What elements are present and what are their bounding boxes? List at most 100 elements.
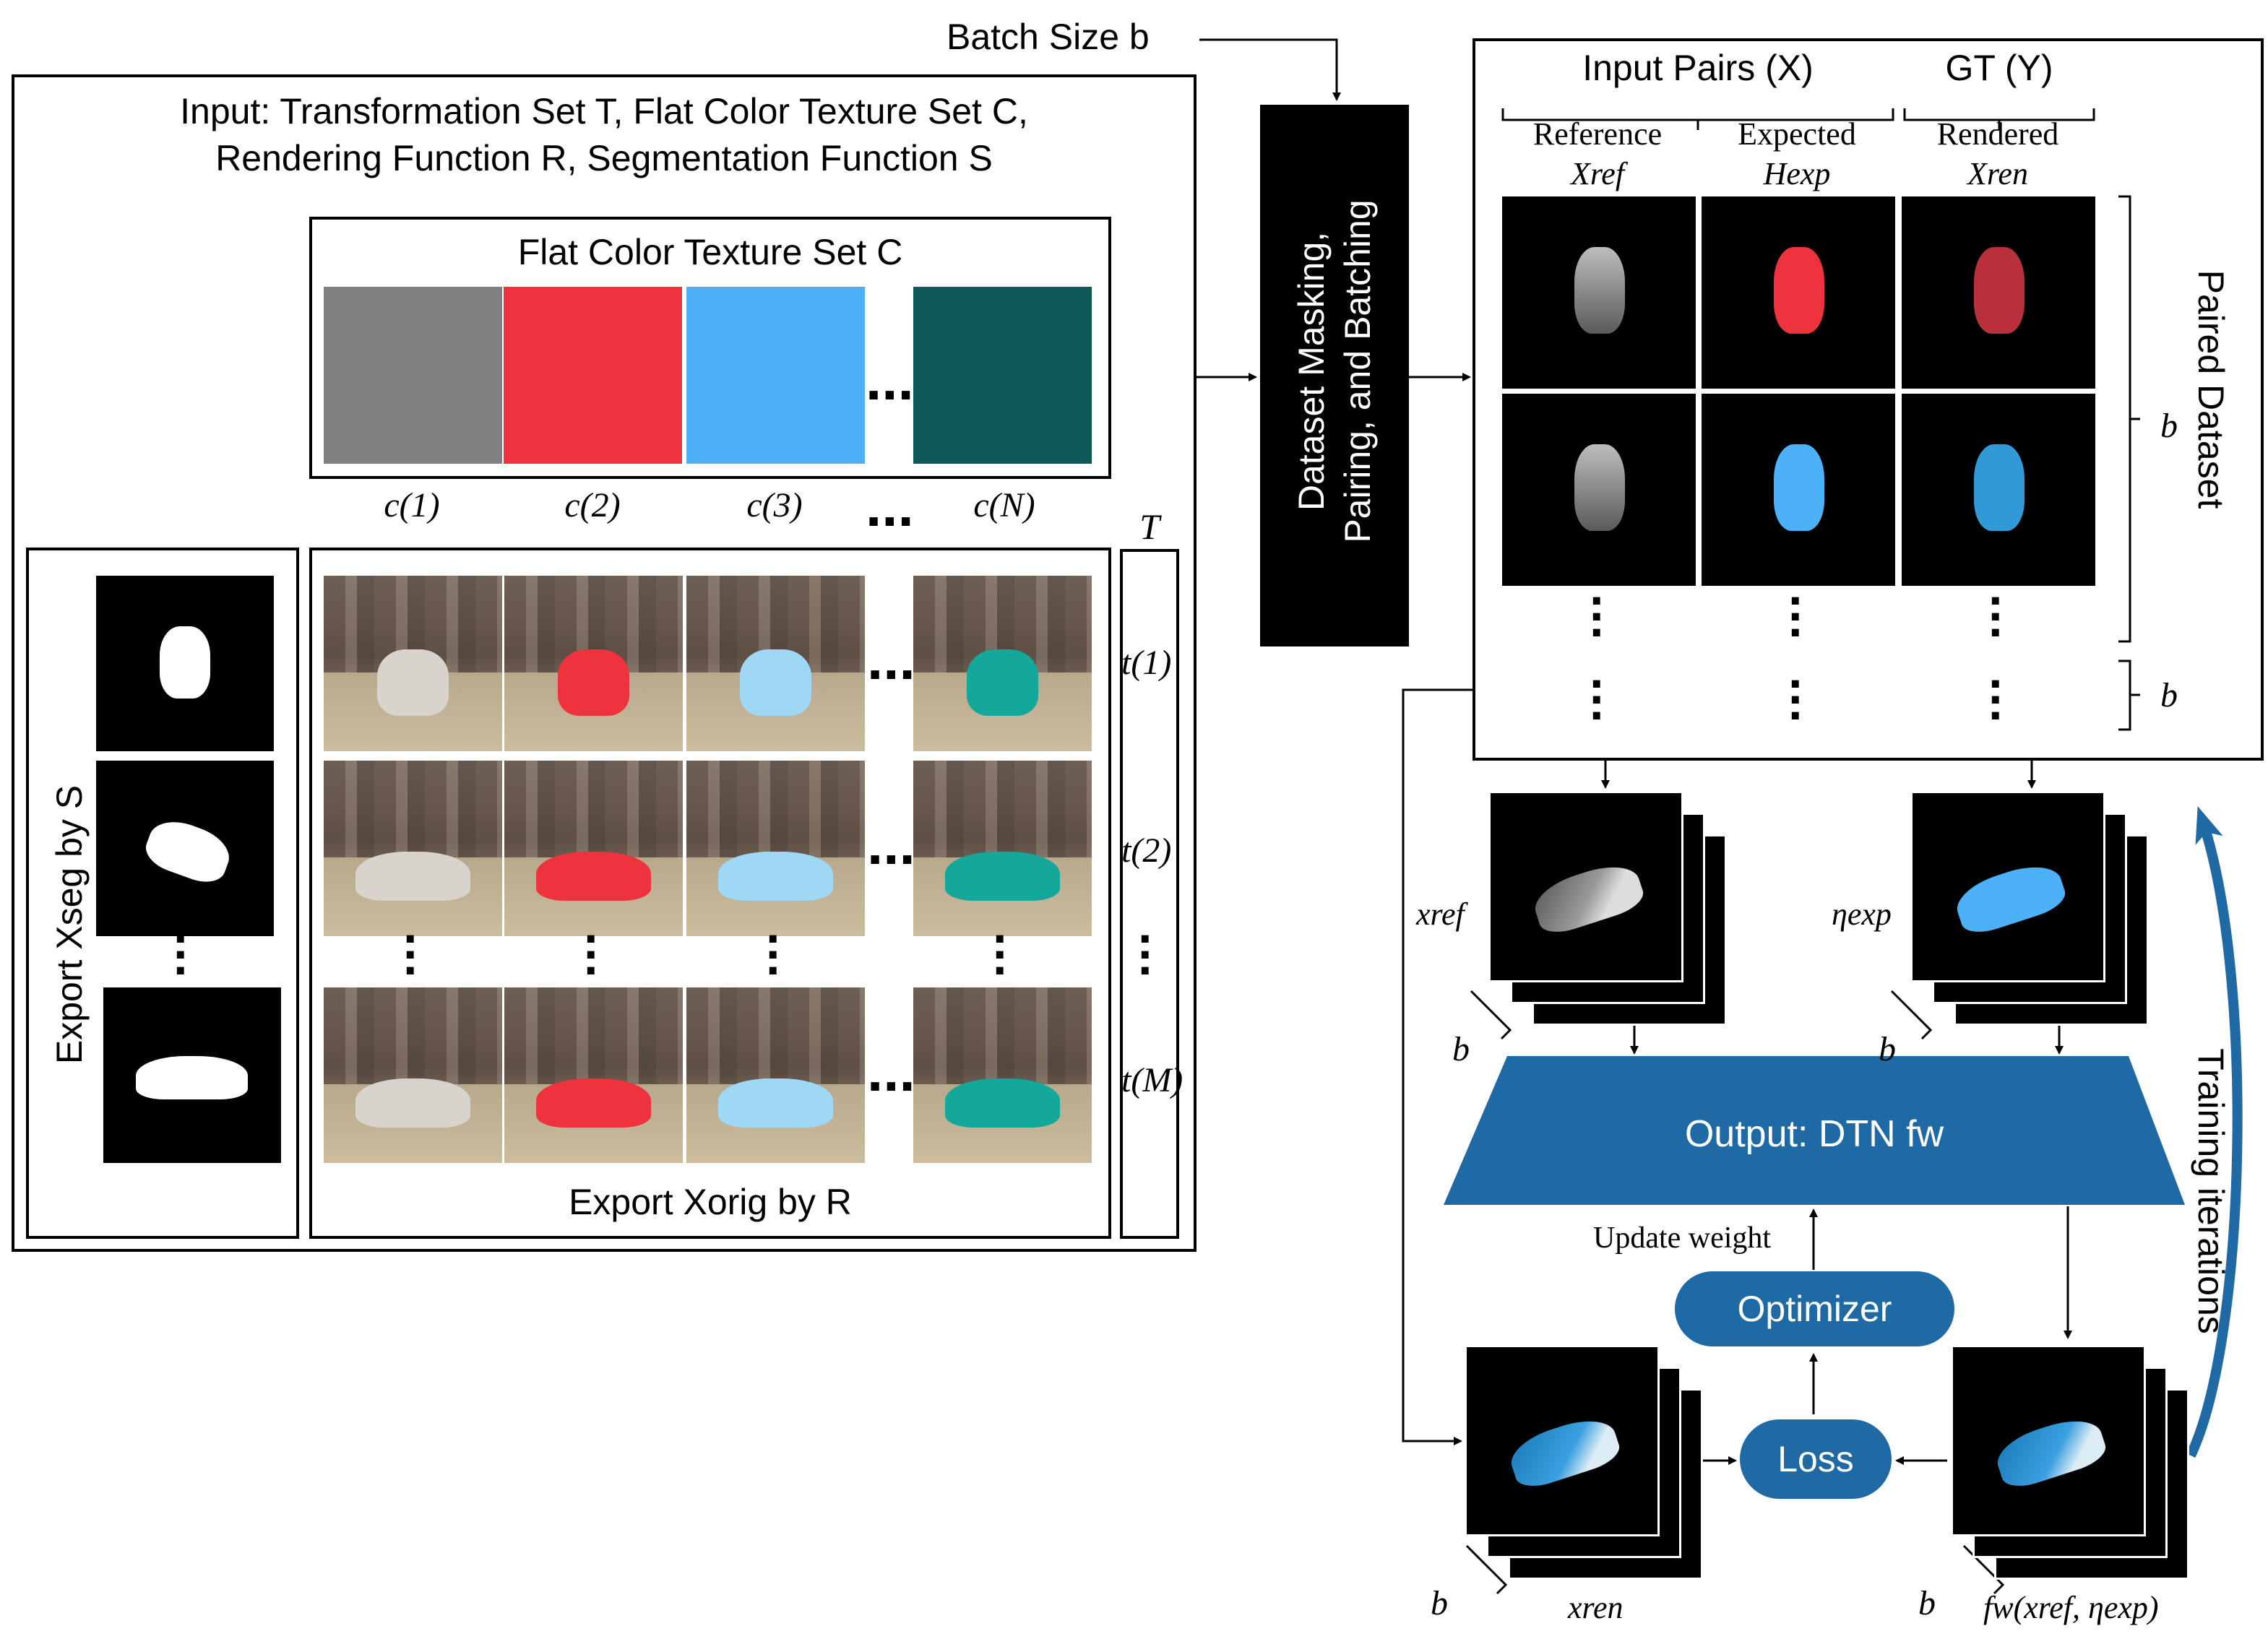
col-ref-symbol: Xref	[1570, 156, 1625, 191]
scene-car	[945, 1078, 1060, 1128]
render-col-ellipsis-3: ···	[766, 910, 783, 998]
col-ren-symbol: Xren	[1967, 156, 2028, 191]
scene-car	[945, 852, 1060, 901]
brace-stack-eta	[1890, 990, 1933, 1040]
scene-car	[377, 649, 449, 717]
input-line-2: Rendering Function R, Segmentation Funct…	[215, 138, 993, 178]
texture-set-box	[309, 217, 1111, 479]
export-seg-label: Export Xseg by S	[49, 784, 90, 1065]
paired-cell-r2-c2	[1702, 394, 1895, 586]
process-line-1: Dataset Masking,	[1291, 231, 1332, 511]
brace-stack-output	[1962, 1544, 2005, 1595]
paired-b2: b	[2160, 676, 2178, 714]
render-r2-c2	[504, 761, 683, 936]
input-line-1: Input: Transformation Set T, Flat Color …	[180, 91, 1028, 131]
export-orig-label: Export Xorig by R	[569, 1182, 852, 1222]
batch-size-label: Batch Size b	[947, 17, 1150, 57]
input-pairs-title: Input Pairs (X)	[1582, 48, 1814, 88]
b-left-label: b	[1452, 1030, 1470, 1068]
scene-buildings	[686, 987, 865, 1084]
label-ellipsis: ...	[866, 474, 914, 538]
eta-exp-label: ηexp	[1832, 896, 1892, 932]
stack-output-layer-3	[1951, 1345, 2146, 1536]
swatch-c1	[324, 287, 502, 464]
gt-title: GT (Y)	[1945, 48, 2053, 88]
label-c3: c(3)	[746, 486, 803, 524]
swatch-cN	[913, 287, 1092, 464]
paired-cell-r1-c3	[1902, 196, 2095, 389]
dataset-process-box	[1260, 105, 1409, 646]
scene-car	[967, 649, 1038, 717]
scene-car	[355, 1078, 470, 1128]
scene-buildings	[913, 761, 1092, 857]
arrow-gt-to-xren	[1402, 688, 1473, 1445]
paired-dataset-box	[1473, 38, 2264, 761]
swatch-c3	[686, 287, 865, 464]
car-front	[1974, 444, 2025, 531]
stack-eta-layer-3	[1910, 791, 2105, 982]
brace-gt	[1903, 108, 2095, 130]
paired-ellipsis-ref-2: ···	[1590, 655, 1607, 743]
render-col-ellipsis-1: ···	[403, 910, 421, 998]
dtn-label: Output: DTN fw	[1684, 1113, 1944, 1155]
input-panel	[12, 74, 1196, 1252]
render-row-ellipsis-2: ...	[867, 812, 915, 876]
render-r1-c1	[324, 576, 502, 751]
texture-set-title: Flat Color Texture Set C	[517, 232, 903, 272]
paired-ellipsis-ren-2: ···	[1988, 655, 2006, 743]
swatch-ellipsis: ...	[866, 347, 914, 412]
render-r1-c2	[504, 576, 683, 751]
render-col-ellipsis-2: ···	[584, 910, 601, 998]
scene-buildings	[504, 987, 683, 1084]
update-weight-label: Update weight	[1593, 1221, 1772, 1255]
scene-car	[718, 1078, 833, 1128]
paired-cell-r2-c1	[1502, 394, 1696, 586]
stack-car	[1504, 1411, 1624, 1493]
arrow-batch-size	[1199, 38, 1341, 101]
export-orig-box	[309, 548, 1111, 1239]
render-r3-c1	[324, 987, 502, 1163]
transform-title: T	[1139, 506, 1160, 547]
render-r3-c3	[686, 987, 865, 1163]
render-r1-c3	[686, 576, 865, 751]
process-line-2: Pairing, and Batching	[1337, 199, 1378, 543]
stack-car	[1528, 857, 1648, 939]
x-ren-label: xren	[1568, 1590, 1624, 1625]
paired-ellipsis-ref-1: ···	[1590, 572, 1607, 660]
paired-side-label: Paired Dataset	[2191, 269, 2231, 509]
col-exp-label: Expected	[1738, 116, 1856, 152]
scene-car	[536, 852, 651, 901]
render-r2-c4	[913, 761, 1092, 936]
scene-buildings	[686, 761, 865, 857]
output-f-label: fw(xref, ηexp)	[1983, 1590, 2159, 1625]
stack-xren-layer-3	[1465, 1345, 1660, 1536]
render-col-ellipsis-4: ···	[993, 910, 1010, 998]
render-r2-c1	[324, 761, 502, 936]
paired-b1: b	[2160, 407, 2178, 445]
t-vertical-ellipsis: ···	[1138, 910, 1155, 998]
dtn-trapezoid	[1444, 1056, 2185, 1205]
optimizer-pill: Optimizer	[1675, 1271, 1954, 1346]
seg-vertical-ellipsis: ···	[173, 910, 191, 998]
scene-buildings	[324, 761, 502, 857]
seg-mask-1	[96, 576, 274, 751]
car-front	[1974, 247, 2025, 334]
brace-stack-xren	[1465, 1544, 1508, 1595]
transform-box	[1120, 549, 1179, 1239]
swatch-c2	[504, 287, 682, 464]
seg-mask-2	[96, 761, 274, 936]
stack-car	[1991, 1411, 2110, 1493]
brace-input-pairs	[1501, 108, 1894, 130]
scene-buildings	[324, 987, 502, 1084]
scene-car	[558, 649, 629, 717]
seg-car-front	[160, 626, 210, 699]
render-row-ellipsis-1: ...	[867, 627, 915, 691]
export-seg-box	[26, 548, 299, 1239]
render-row-ellipsis-3: ...	[867, 1039, 915, 1103]
stack-car	[1950, 857, 2070, 939]
brace-b1	[2118, 195, 2140, 643]
render-r3-c2	[504, 987, 683, 1163]
brace-stack-ref	[1470, 990, 1512, 1040]
